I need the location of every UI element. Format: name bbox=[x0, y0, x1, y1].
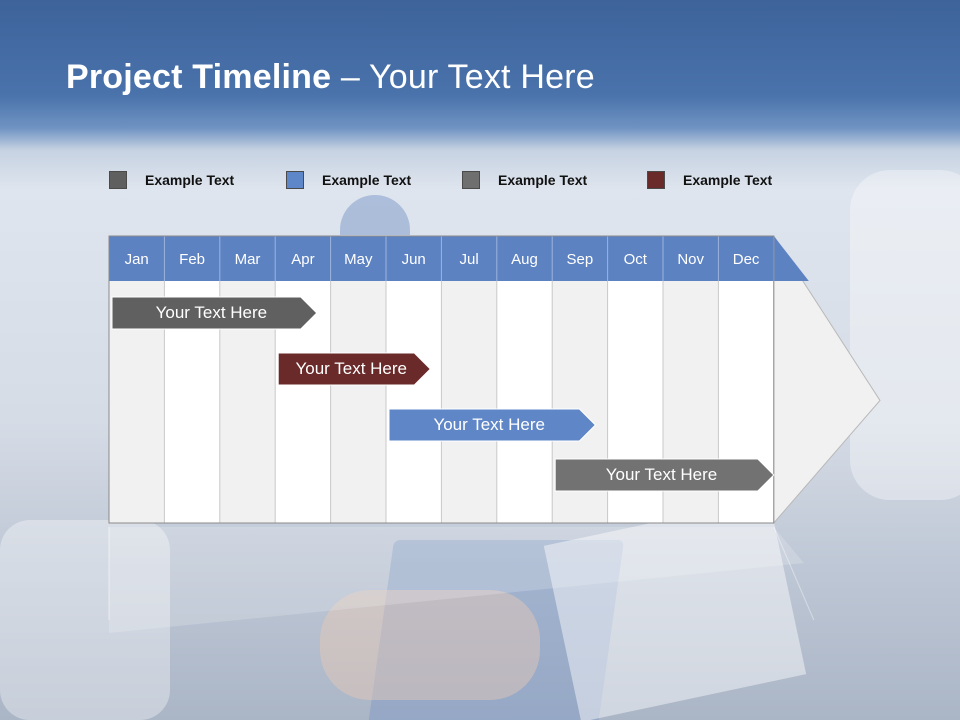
month-label: Oct bbox=[624, 251, 648, 268]
decor-sleeve-shape bbox=[850, 170, 960, 500]
title-bold: Project Timeline bbox=[66, 58, 332, 96]
slide-title: Project Timeline – Your Text Here bbox=[66, 58, 595, 97]
task-label: Your Text Here bbox=[605, 465, 718, 484]
month-label: Feb bbox=[179, 251, 205, 268]
task-bar bbox=[554, 458, 775, 492]
month-label: Jan bbox=[125, 251, 149, 268]
month-label: Dec bbox=[733, 251, 760, 268]
task-label: Your Text Here bbox=[295, 359, 407, 378]
month-label: Sep bbox=[567, 251, 594, 268]
month-label: Nov bbox=[677, 251, 704, 268]
timeline-frame bbox=[108, 235, 775, 524]
timeline-reflection bbox=[109, 527, 804, 633]
month-label: Mar bbox=[235, 251, 261, 268]
legend-label: Example Text bbox=[322, 172, 412, 188]
legend-swatch bbox=[647, 171, 665, 189]
month-header-band bbox=[109, 236, 809, 281]
month-column bbox=[441, 281, 497, 523]
legend-label: Example Text bbox=[145, 172, 235, 188]
month-label: Jun bbox=[402, 251, 426, 268]
decor-hand-shape bbox=[320, 590, 540, 700]
month-column bbox=[496, 281, 553, 523]
reflection-edge bbox=[773, 526, 815, 621]
decor-sleeve-shape bbox=[0, 520, 170, 720]
task-label: Your Text Here bbox=[155, 303, 268, 322]
month-label: May bbox=[344, 251, 373, 268]
month-column bbox=[330, 281, 386, 523]
title-rest: – Your Text Here bbox=[331, 58, 595, 96]
task-bar bbox=[111, 296, 318, 330]
month-column bbox=[386, 281, 442, 523]
task-bar bbox=[388, 408, 597, 442]
month-label: Apr bbox=[291, 251, 314, 268]
task-bar bbox=[277, 352, 432, 386]
legend-swatch bbox=[286, 171, 304, 189]
task-label: Your Text Here bbox=[433, 415, 545, 434]
legend-label: Example Text bbox=[498, 172, 588, 188]
legend-swatch bbox=[462, 171, 480, 189]
month-label: Jul bbox=[460, 251, 479, 268]
legend-label: Example Text bbox=[683, 172, 773, 188]
legend-swatch bbox=[109, 171, 127, 189]
month-label: Aug bbox=[511, 251, 538, 268]
